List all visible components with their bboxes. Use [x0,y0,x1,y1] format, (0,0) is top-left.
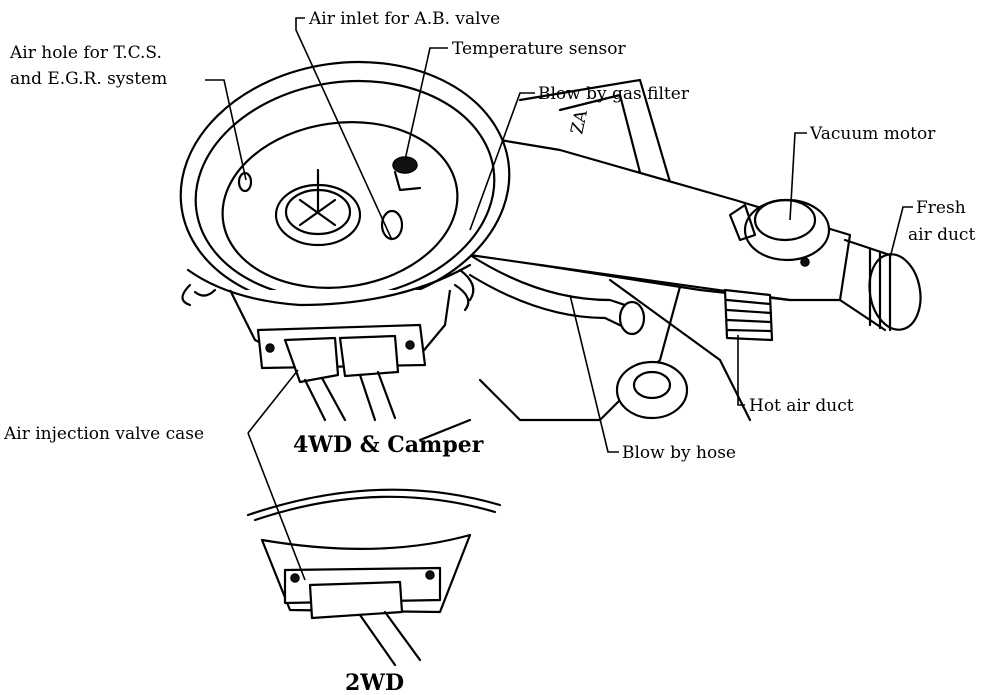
label-vacuum-motor: Vacuum motor [809,124,936,144]
fresh-air-duct-drawing [838,238,922,332]
label-air-inlet-ab-valve: Air inlet for A.B. valve [308,9,500,29]
air-cleaner-2wd-inset-drawing [246,488,502,667]
air-injection-valve-case-4wd-drawing [256,323,427,422]
label-air-injection-valve-case: Air injection valve case [3,424,204,444]
air-cleaner-housing-drawing [179,60,511,362]
label-2wd: 2WD [345,670,404,695]
oil-filler-cap-drawing [615,360,689,420]
label-air-duct: air duct [908,225,975,245]
label-fresh: Fresh [916,198,966,218]
blow-by-hose-drawing [468,253,646,336]
vacuum-motor-drawing [728,198,831,267]
hot-air-duct-drawing [723,288,774,342]
label-air-hole-tcs: Air hole for T.C.S. [9,43,162,63]
label-air-hole-egr: and E.G.R. system [10,69,167,89]
label-blow-by-gas-filter: Blow by gas filter [538,84,690,104]
label-4wd-camper: 4WD & Camper [293,432,484,458]
label-temperature-sensor: Temperature sensor [452,39,626,59]
label-blow-by-hose: Blow by hose [622,443,736,463]
leader-lines [205,17,913,581]
label-hot-air-duct: Hot air duct [749,396,854,416]
part-marking-text: ZA [567,108,592,136]
